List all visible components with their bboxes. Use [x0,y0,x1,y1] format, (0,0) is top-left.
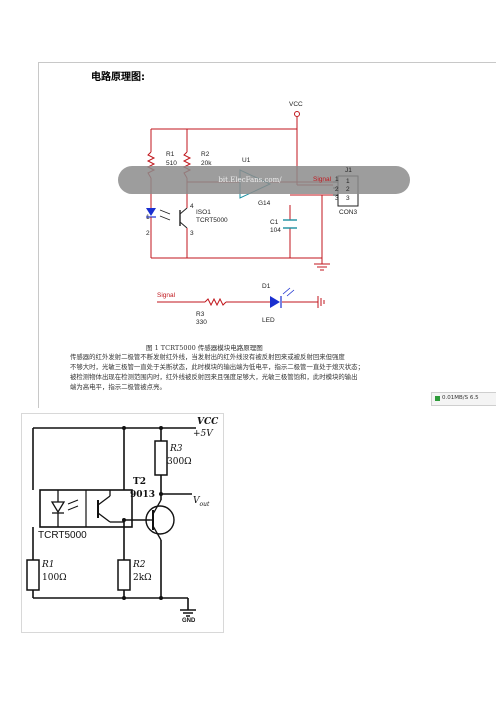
bottom-r3-label: R3 [170,444,183,454]
bottom-r2-label: R2 [133,560,146,570]
bottom-r3-value: 300Ω [167,457,192,467]
status-indicator-icon [435,396,440,401]
figure-caption: 图 1 TCRT5000 传感器模块电路原理图 [146,344,263,352]
watermark-band [118,166,410,194]
signal-label-2: Signal [157,292,176,299]
bottom-ir-led-symbol [50,501,66,514]
t2-label: T2 [133,477,146,487]
t2-part: 9013 [130,490,156,500]
led-ground-symbol [317,296,325,308]
g14-label: G14 [258,200,271,207]
bottom-r1-symbol [26,559,40,591]
led-label: LED [262,317,275,324]
j1-pin2: 2 [346,186,350,193]
c1-value: 104 [270,227,281,234]
bottom-vcc-label: VCC [197,417,219,427]
ir-led-symbol [146,208,156,216]
bottom-ground-symbol [180,609,196,617]
r1-label: R1 [166,151,175,158]
bottom-r3-symbol [154,440,168,476]
iso1-part: TCRT5000 [196,217,228,224]
r3-value: 330 [196,319,207,326]
vcc-terminal [294,111,300,117]
watermark-text: bit.ElecFans.com/ [214,176,291,184]
signal-net-label: Signal [313,176,332,183]
t2-transistor-symbol [145,505,175,535]
led-pin-2: 2 [146,230,150,237]
bottom-r1-label: R1 [42,560,55,570]
led-d1-symbol [270,296,280,308]
pt-pin-4: 4 [190,203,194,210]
net-num-1: 1 [335,176,339,183]
led-pin-1: 1 [146,214,150,221]
network-speed-widget: 0.01MB/S 6.5 [431,392,496,406]
r2-value: 20k [201,160,212,167]
j1-label: J1 [345,167,352,174]
vcc-label: VCC [289,101,303,108]
net-num-3: 3 [335,195,339,202]
section-heading: 电路原理图: [91,72,145,83]
r2-label: R2 [201,151,210,158]
ground-symbol [314,258,330,271]
d1-label: D1 [262,283,271,290]
tcrt5000-label: TCRT5000 [38,530,87,541]
bottom-r2-value: 2kΩ [133,573,152,583]
r1-value: 510 [166,160,177,167]
r3-label: R3 [196,311,205,318]
pt-pin-3: 3 [190,230,194,237]
paragraph-line-2: 不够大时，光敏三极管一直处于关断状态，此时模块的输出端为低电平，指示二极管一直处… [70,363,364,371]
bottom-r1-value: 100Ω [42,573,67,583]
paragraph-line-1: 传感器的红外发射二极管不断发射红外线，当发射出的红外线没有被反射回来或被反射回来… [70,353,345,361]
paragraph-line-3: 被检测物体出现在检测范围内时，红外线被反射回来且强度足够大，光敏三极管饱和，此时… [70,373,358,381]
u1-label: U1 [242,157,251,164]
bottom-schematic-panel [21,413,224,633]
top-schematic-panel [38,62,496,408]
c1-label: C1 [270,219,279,226]
vout-label: Vout [193,496,210,508]
j1-pin3: 3 [346,195,350,202]
paragraph-line-4: 端为高电平，指示二极管被点亮。 [70,383,166,391]
led-row-wires [157,297,318,307]
status-bar-text: 0.01MB/S 6.5 [442,395,479,401]
net-num-2: 2 [335,186,339,193]
bottom-5v-label: +5V [193,429,213,439]
iso1-label: ISO1 [196,209,211,216]
con3-label: CON3 [339,209,358,216]
bottom-r2-symbol [117,559,131,591]
j1-pin1: 1 [346,178,350,185]
light-arrows [159,209,171,221]
gnd-label: GND [182,618,196,624]
